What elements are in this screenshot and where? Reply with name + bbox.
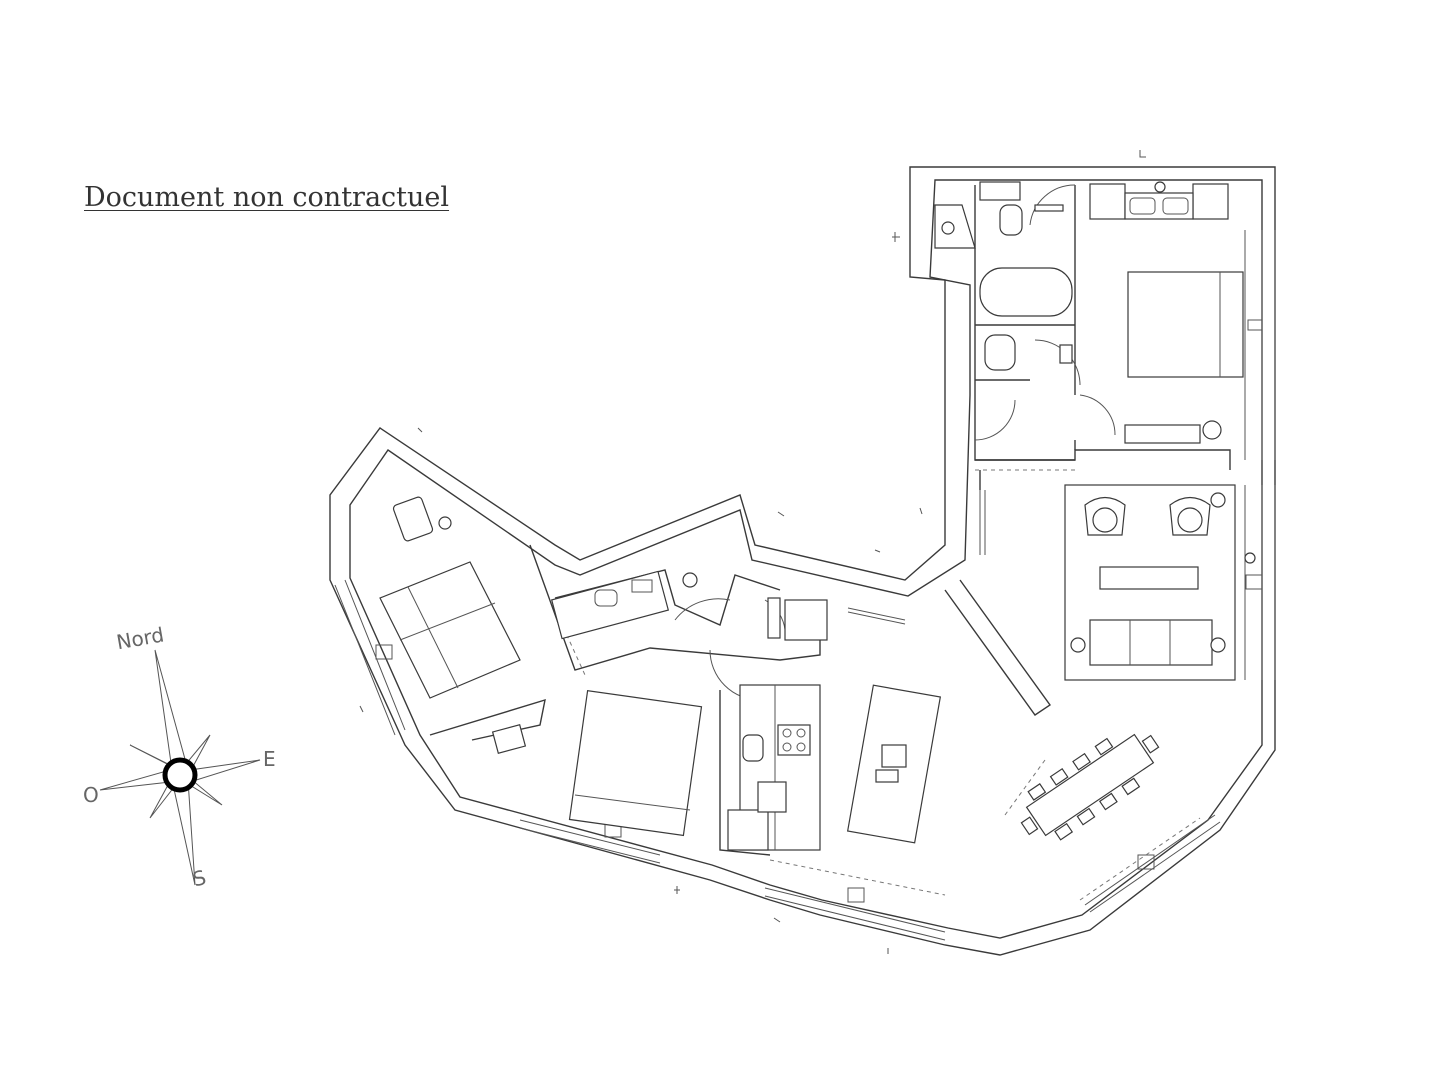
compass-center [162, 757, 198, 793]
compass-north-label: Nord [115, 622, 166, 654]
living-room [1064, 484, 1256, 681]
bedroom-3 [491, 572, 703, 837]
dining-table [1020, 733, 1160, 841]
bedroom-2 [379, 496, 670, 699]
windows [334, 230, 1276, 941]
compass-rose: Nord E S O [83, 622, 276, 891]
compass-east-label: E [263, 747, 276, 771]
kitchen [727, 597, 942, 851]
tick-marks [359, 150, 1146, 954]
compass-south-label: S [190, 865, 208, 891]
exterior-walls [329, 166, 1276, 956]
doors [674, 184, 1116, 701]
disclaimer-note: Document non contractuel [84, 182, 450, 213]
master-bedroom [1089, 181, 1244, 444]
compass-west-label: O [83, 783, 99, 807]
master-bathroom [934, 181, 1073, 371]
